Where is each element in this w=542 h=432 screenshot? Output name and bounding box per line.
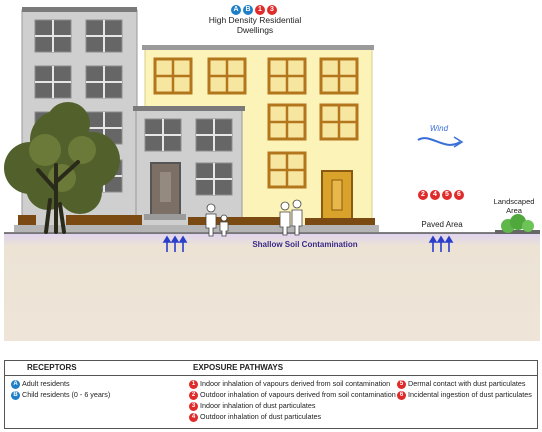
receptor-badge-a: A [231, 4, 241, 15]
building-title: High Density Residential Dwellings [208, 15, 302, 35]
wind-label: Wind [429, 124, 449, 133]
pathway-badge-icon: 2 [189, 390, 198, 400]
pathway-badge-icon: 4 [189, 412, 198, 422]
pathway-badge-3: 3 [267, 4, 277, 15]
pathway-badge-2: 2 [418, 189, 428, 200]
landscaped-area-label: Landscaped Area [493, 197, 535, 215]
pathway-badge-icon: 5 [397, 379, 406, 389]
wind-arrow-icon [417, 136, 464, 148]
vapour-arrows-right [428, 235, 454, 252]
soil-contamination-label: Shallow Soil Contamination [252, 240, 358, 249]
garden-beds [18, 215, 375, 227]
receptors-header: RECEPTORS [27, 363, 77, 372]
pathway-badge-4: 4 [430, 189, 440, 200]
pathway-badge-6: 6 [454, 189, 464, 200]
legend-divider [5, 375, 537, 376]
receptor-badge-icon: A [11, 379, 20, 389]
pathway-badge-icon: 3 [189, 401, 198, 411]
landscaped-bush [495, 214, 540, 234]
tree [4, 102, 120, 234]
people-figures [205, 199, 303, 237]
pathway-badge-icon: 6 [397, 390, 406, 400]
pathways-header: EXPOSURE PATHWAYS [193, 363, 284, 372]
pathway-badge-5: 5 [442, 189, 452, 200]
receptor-badge-icon: B [11, 390, 20, 400]
vapour-arrows-left [162, 235, 188, 252]
receptor-badge-b: B [243, 4, 253, 15]
soil-ground [4, 233, 540, 341]
pavement-step [14, 225, 379, 232]
pathway-badge-1: 1 [255, 4, 265, 15]
middle-grey-building [133, 106, 245, 231]
pathway-badge-icon: 1 [189, 379, 198, 389]
site-scene [4, 7, 540, 341]
paved-area-label: Paved Area [421, 220, 463, 229]
